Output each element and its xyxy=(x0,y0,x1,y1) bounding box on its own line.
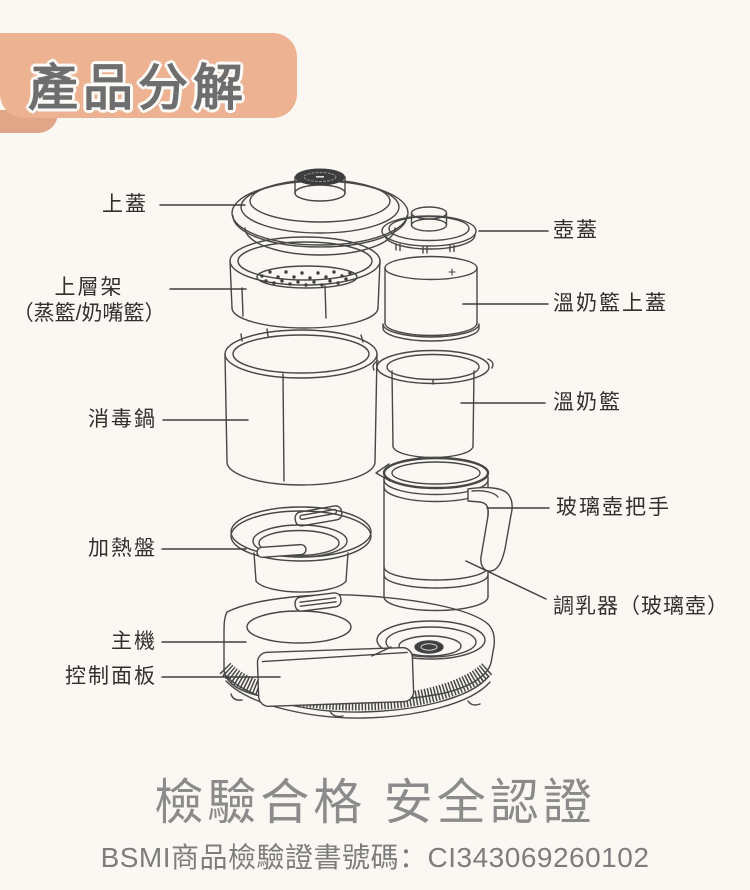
label-milk-basket-cover: 溫奶籃上蓋 xyxy=(553,292,668,315)
label-sterilizer-pot: 消毒鍋 xyxy=(88,408,157,431)
clip-drawing xyxy=(294,592,342,612)
label-top-cover: 上蓋 xyxy=(102,193,148,216)
upper-rack-drawing xyxy=(229,236,381,329)
kettle-lid-drawing xyxy=(381,206,477,254)
milk-basket-drawing xyxy=(372,349,494,459)
label-kettle-lid: 壺蓋 xyxy=(553,219,599,242)
foot xyxy=(230,693,243,701)
certification-headline: 檢驗合格 安全認證 xyxy=(154,776,596,830)
label-milk-mixer: 調乳器（玻璃壺） xyxy=(553,595,729,618)
right-well xyxy=(376,620,486,660)
label-milk-basket: 溫奶籃 xyxy=(553,391,622,414)
control-panel-drawing xyxy=(256,646,415,708)
milk-basket-cover-drawing xyxy=(382,255,480,342)
glass-kettle-drawing xyxy=(375,456,513,612)
label-upper-rack-sub: （蒸籃/奶嘴籃） xyxy=(12,302,166,325)
vent-knob xyxy=(295,168,345,186)
kettle-handle xyxy=(467,486,513,572)
foot xyxy=(467,700,481,706)
label-control-panel: 控制面板 xyxy=(65,665,157,688)
label-upper-rack: 上層架 （蒸籃/奶嘴籃） xyxy=(3,277,175,325)
label-main-unit: 主機 xyxy=(111,630,157,653)
leader-lines xyxy=(159,204,550,678)
heater-knob xyxy=(414,640,444,654)
plus-mark xyxy=(448,268,456,276)
leader-milk-mixer xyxy=(465,560,547,600)
product-breakdown-badge xyxy=(0,33,297,118)
certificate-number: BSMI商品檢驗證書號碼：CI343069260102 xyxy=(100,842,650,873)
perforated-plate xyxy=(256,265,358,289)
label-upper-rack-main: 上層架 xyxy=(54,276,124,299)
label-glass-kettle-handle: 玻璃壺把手 xyxy=(556,496,671,519)
heating-plate-drawing xyxy=(230,505,372,593)
main-unit-drawing xyxy=(219,594,496,719)
page-title: 產品分解 xyxy=(28,60,248,116)
foot xyxy=(329,710,344,718)
spout xyxy=(375,463,391,482)
label-heating-plate: 加熱盤 xyxy=(88,537,157,560)
sterilizer-pot-drawing xyxy=(224,328,378,486)
